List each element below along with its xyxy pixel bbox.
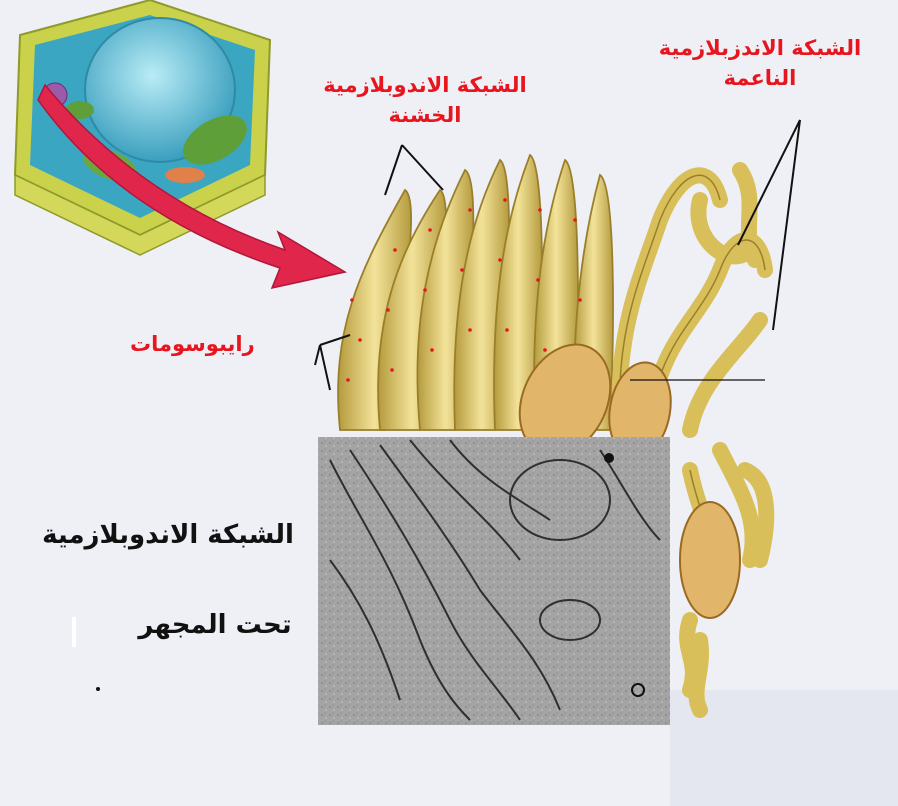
smooth-er-label: الشبكة الاندزبلازمية الناعمة [640, 33, 880, 93]
rough-er-label-line1: الشبكة الاندوبلازمية [300, 70, 550, 100]
smooth-er-label-line2: الناعمة [640, 63, 880, 93]
smooth-er-label-line1: الشبكة الاندزبلازمية [640, 33, 880, 63]
white-mark [72, 617, 76, 647]
under-microscope-label: تحت المجهر [130, 610, 300, 640]
rough-er-label: الشبكة الاندوبلازمية الخشنة [300, 70, 550, 130]
ribosomes-label: رايبوسومات [130, 332, 255, 356]
electron-micrograph [318, 437, 670, 725]
er-label: الشبكة الاندوبلازمية [18, 520, 318, 550]
dot-mark [96, 687, 100, 691]
rough-er-label-line2: الخشنة [300, 100, 550, 130]
